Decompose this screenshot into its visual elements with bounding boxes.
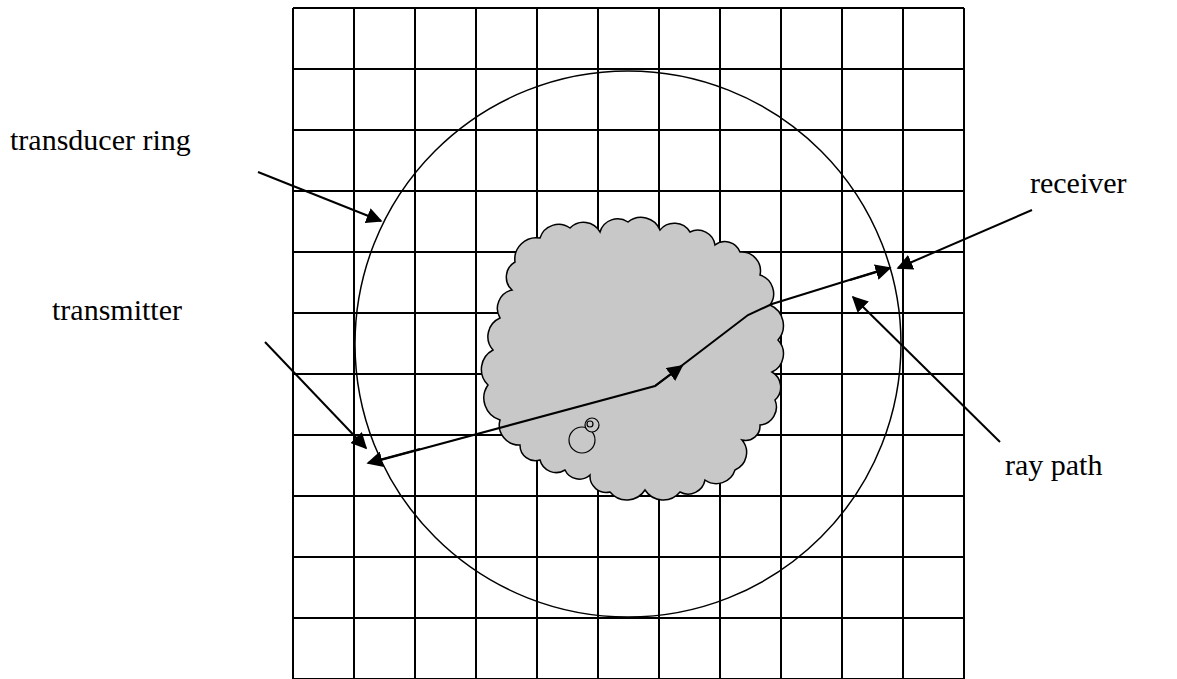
- ray-path: [377, 268, 888, 461]
- leader-lines: [258, 172, 1032, 448]
- inclusion: [569, 418, 599, 453]
- callout-label: transmitter: [52, 292, 182, 328]
- transducer-ring: [355, 71, 901, 617]
- callout-label: ray path: [1005, 447, 1102, 483]
- ray-start: [368, 449, 420, 463]
- pixel-grid: [293, 8, 964, 679]
- ray-direction: [655, 366, 682, 386]
- tissue-region: [481, 217, 783, 500]
- callout-label: receiver: [1030, 165, 1127, 201]
- ray-end: [850, 268, 890, 280]
- callout-label: transducer ring: [10, 122, 191, 158]
